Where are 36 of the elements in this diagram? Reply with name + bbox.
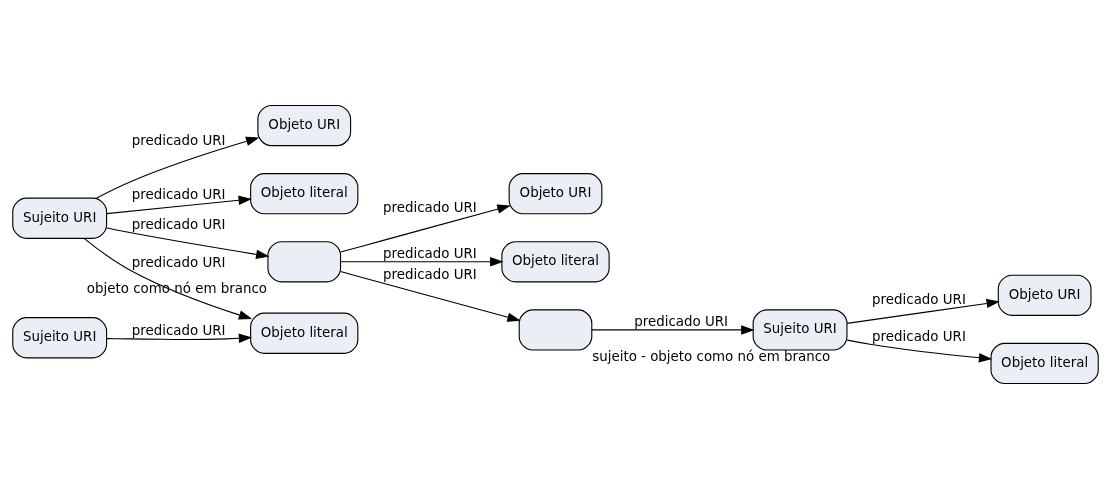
- node-box: Objeto literal: [250, 173, 359, 215]
- arrow: [106, 227, 270, 259]
- edge-label: predicado URI: [382, 200, 477, 216]
- edge-label: predicado URI: [872, 291, 966, 307]
- edge-label: predicado URI: [131, 323, 226, 339]
- edge-label: predicado URI: [382, 267, 477, 283]
- arrow: [340, 271, 521, 322]
- arrow: [340, 257, 504, 267]
- edge-label: predicado URI: [382, 246, 477, 262]
- node-box: Objeto literal: [990, 342, 1099, 385]
- node-box: Sujeito URI: [12, 317, 108, 359]
- edge-label: predicado URI: [634, 314, 729, 330]
- edge-label: predicado URI: [131, 254, 226, 270]
- node-box: Sujeito URI: [12, 197, 108, 239]
- node-box: Objeto literal: [250, 312, 359, 354]
- edge-label: predicado URI: [131, 133, 226, 149]
- arrow: [846, 298, 1000, 324]
- node-label: objeto como nó em branco: [86, 280, 267, 296]
- edge-label: predicado URI: [131, 216, 226, 232]
- arrow: [591, 325, 755, 335]
- node-box: [267, 241, 342, 283]
- node-box: [518, 309, 593, 351]
- arrow: [846, 339, 993, 363]
- arrow: [106, 195, 252, 215]
- arrow: [340, 204, 511, 253]
- node-box: Objeto URI: [257, 104, 352, 147]
- edge-label: predicado URI: [131, 186, 226, 202]
- node-label: sujeito - objeto como nó em branco: [592, 348, 831, 364]
- edge-label: predicado URI: [872, 328, 966, 344]
- node-box: Objeto URI: [997, 274, 1092, 316]
- arrow: [95, 136, 260, 199]
- node-box: Sujeito URI: [752, 309, 848, 351]
- node-box: Objeto literal: [501, 241, 610, 283]
- arrow: [106, 333, 253, 343]
- arrow: [83, 238, 253, 320]
- node-box: Objeto URI: [508, 173, 603, 215]
